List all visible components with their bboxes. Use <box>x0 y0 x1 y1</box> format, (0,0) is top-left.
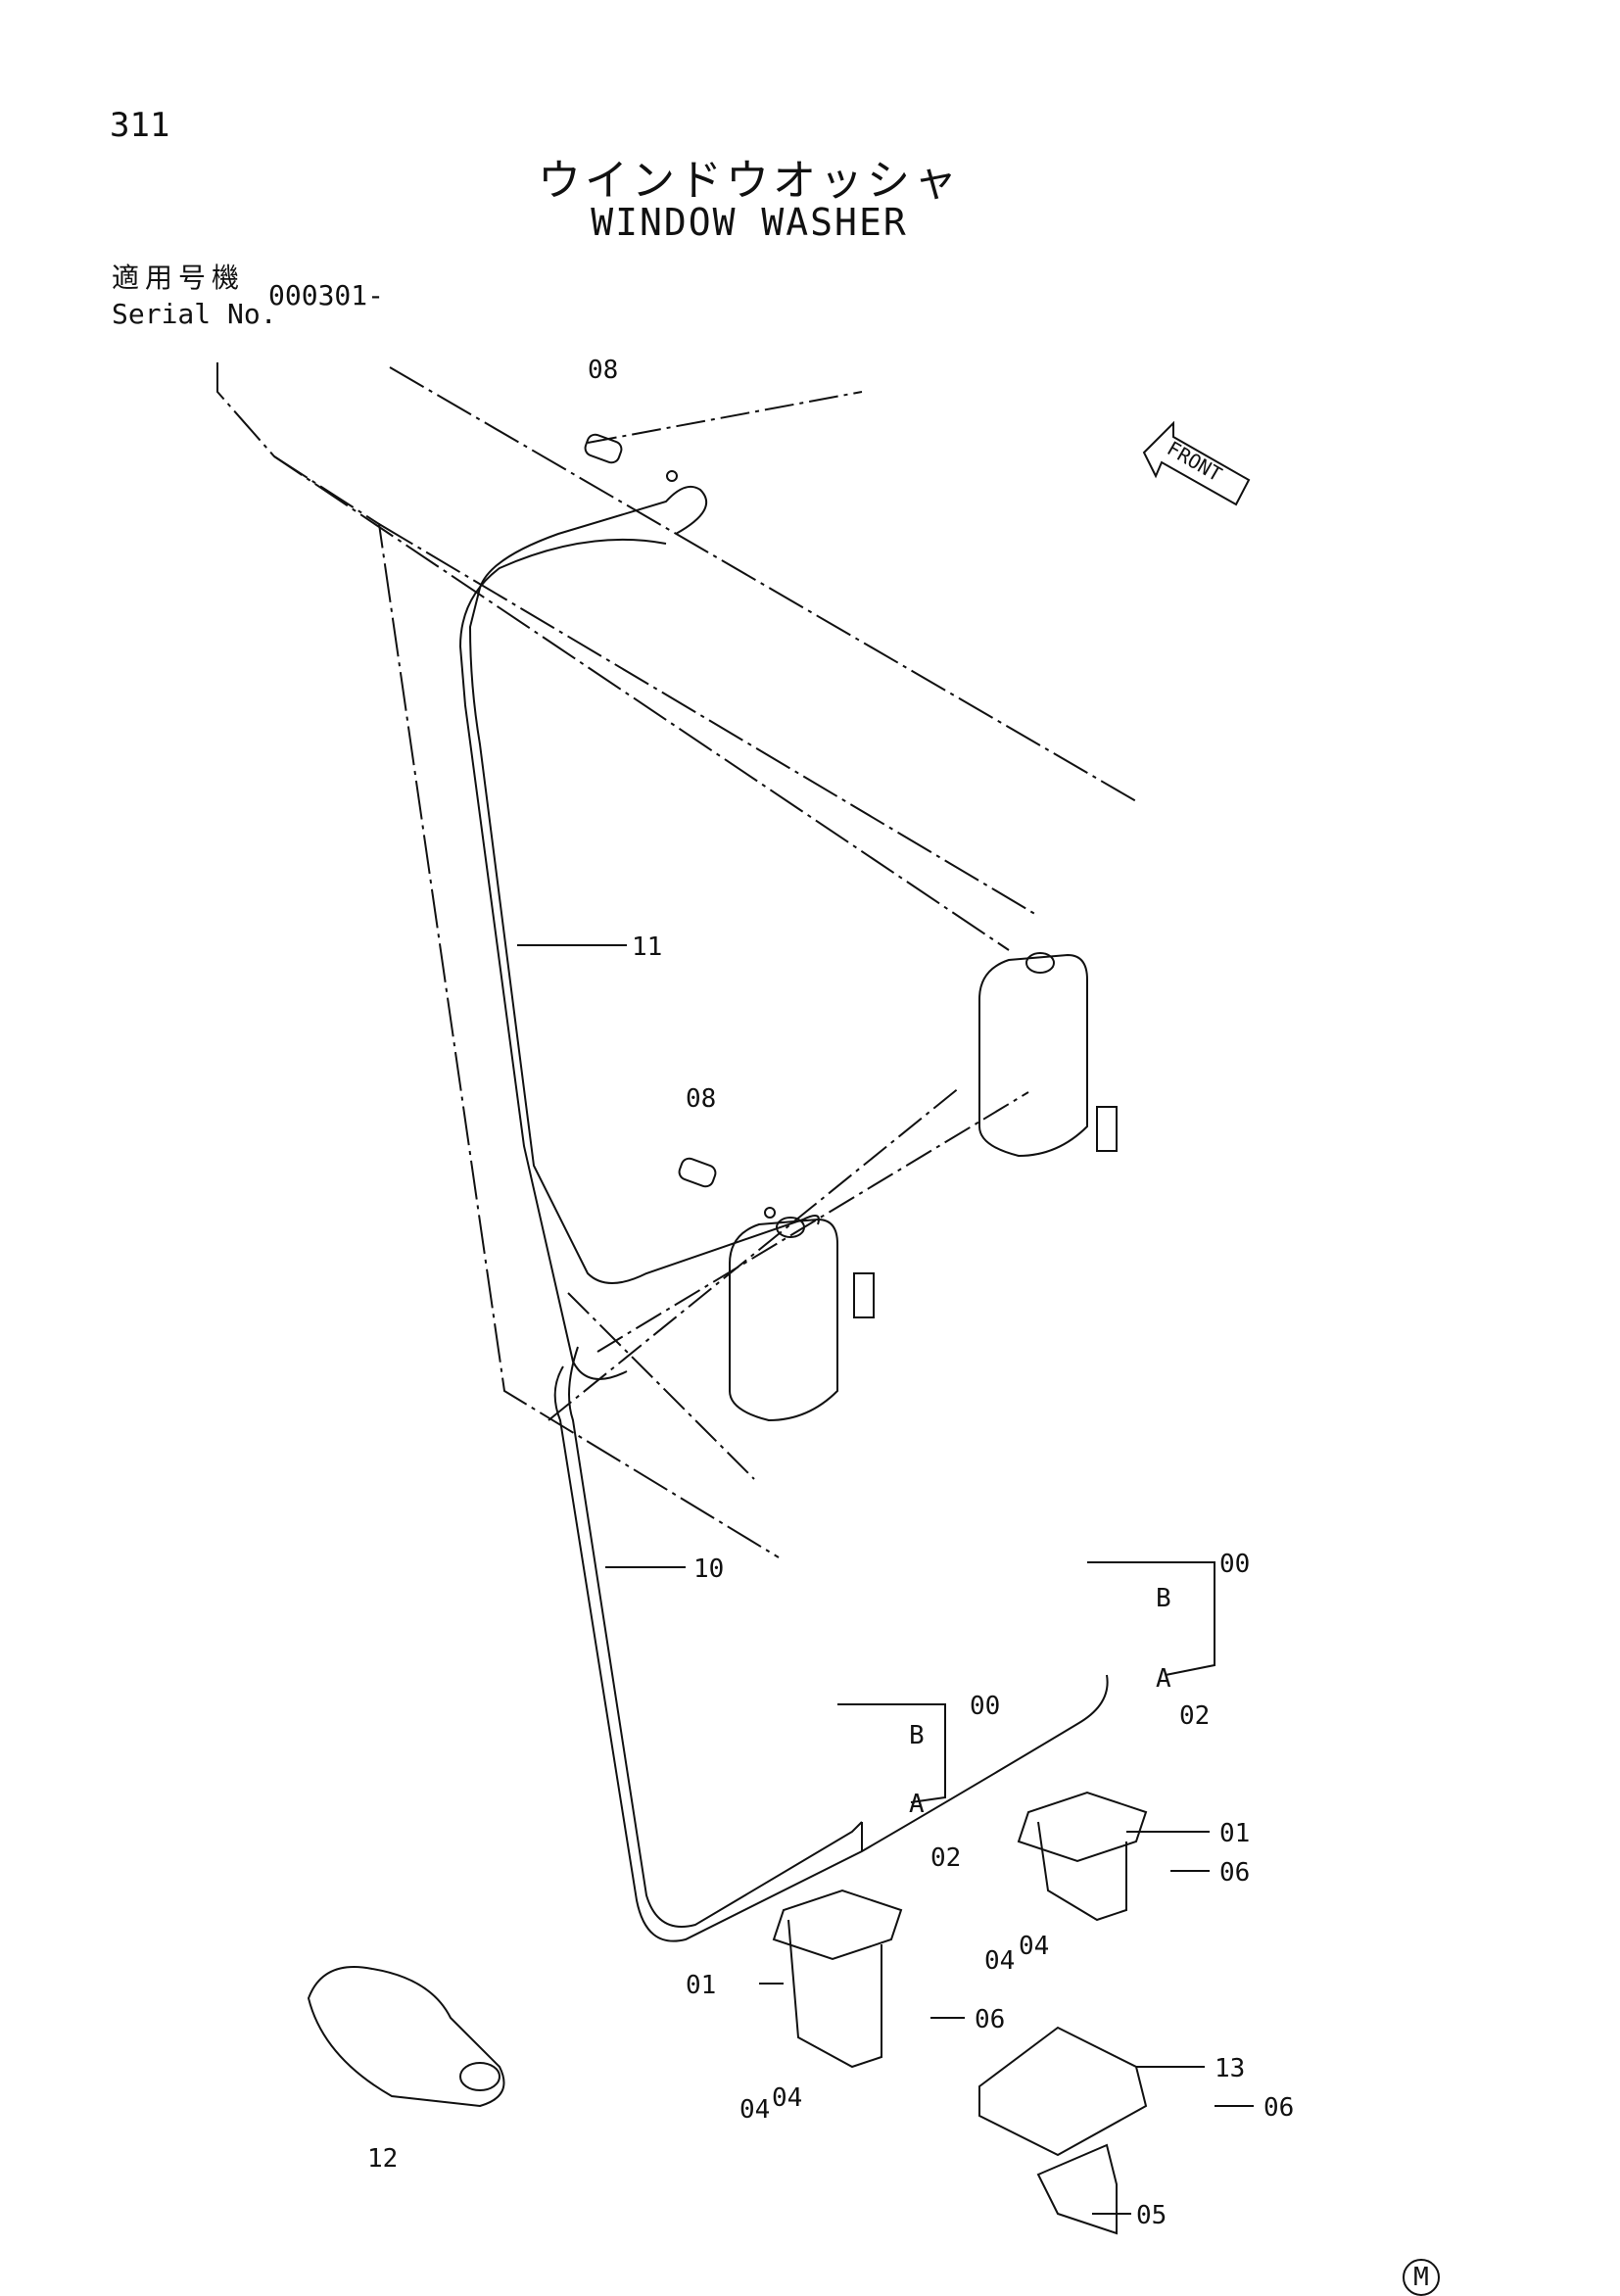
part-labels: 08 08 11 10 00 00 B A B A 02 02 01 01 06… <box>367 356 1294 2230</box>
label-01-right: 01 <box>1219 1819 1250 1848</box>
cab-frame-line <box>273 455 780 1558</box>
bracket-13 <box>978 2026 1148 2157</box>
pump-left <box>853 1272 875 1318</box>
label-a-left: A <box>909 1790 925 1819</box>
pump-right <box>1096 1106 1118 1152</box>
label-01-left: 01 <box>686 1971 716 2000</box>
label-04-c: 04 <box>739 2095 770 2125</box>
page-number: 311 <box>110 106 170 145</box>
cab-frame-line <box>596 1091 1029 1353</box>
maker-mark: M <box>1403 2259 1440 2296</box>
washer-tank-right <box>978 953 1088 1158</box>
cab-frame-line <box>378 523 1039 917</box>
front-label: FRONT <box>1164 436 1226 486</box>
serial-value: 000301- <box>268 279 385 311</box>
hose-10 <box>553 1365 1109 1942</box>
label-06-lower: 06 <box>1263 2093 1294 2123</box>
front-arrow-icon <box>1142 420 1251 506</box>
tank-cap <box>1025 952 1056 974</box>
label-04-a: 04 <box>984 1946 1015 1976</box>
label-04-d: 04 <box>772 2083 802 2113</box>
title-japanese: ウインドウオッシャ <box>538 156 961 206</box>
clamp-12-hole <box>459 2062 500 2091</box>
nozzle-08-lower <box>678 1157 717 1188</box>
nozzle-08-upper <box>584 433 623 464</box>
label-b-left: B <box>909 1721 925 1750</box>
cab-frame-line <box>548 1086 961 1421</box>
washer-tank-left <box>729 1218 838 1422</box>
label-10: 10 <box>693 1555 724 1584</box>
nozzle-hole <box>764 1207 776 1219</box>
label-b-right: B <box>1156 1584 1171 1613</box>
label-a-right: A <box>1156 1664 1171 1694</box>
cab-frame-line <box>216 362 1010 951</box>
label-08-upper: 08 <box>588 356 618 385</box>
cab-frame-line <box>567 1292 755 1480</box>
bracket-01-left <box>772 1889 903 2069</box>
leader <box>837 1703 946 1803</box>
bracket-13-foot <box>1036 2143 1118 2235</box>
serial-label-english: Serial No. <box>112 298 277 330</box>
label-02-right: 02 <box>1179 1701 1210 1731</box>
nozzle-hole <box>666 470 678 482</box>
tank-cap <box>776 1217 806 1238</box>
leader <box>1087 1561 1215 1676</box>
label-00-left: 00 <box>970 1692 1000 1721</box>
label-06-upper: 06 <box>1219 1858 1250 1888</box>
label-06-mid: 06 <box>975 2005 1005 2034</box>
title-english: WINDOW WASHER <box>591 201 908 244</box>
hose-11 <box>458 538 667 1380</box>
label-13: 13 <box>1215 2054 1245 2083</box>
hose-11 <box>468 486 820 1284</box>
bracket-01-right <box>1017 1791 1148 1922</box>
label-12: 12 <box>367 2144 398 2174</box>
label-08-lower: 08 <box>686 1084 716 1114</box>
label-11: 11 <box>632 933 662 962</box>
label-00-right: 00 <box>1219 1550 1250 1579</box>
cab-frame-line <box>389 366 1137 802</box>
serial-label-japanese: 適用号機 <box>112 262 246 294</box>
label-02-left: 02 <box>930 1843 961 1873</box>
label-05: 05 <box>1136 2201 1167 2230</box>
hose-10 <box>568 1346 863 1928</box>
clamp-12 <box>307 1966 505 2108</box>
label-04-b: 04 <box>1019 1932 1049 1961</box>
cab-frame-line <box>587 391 863 444</box>
